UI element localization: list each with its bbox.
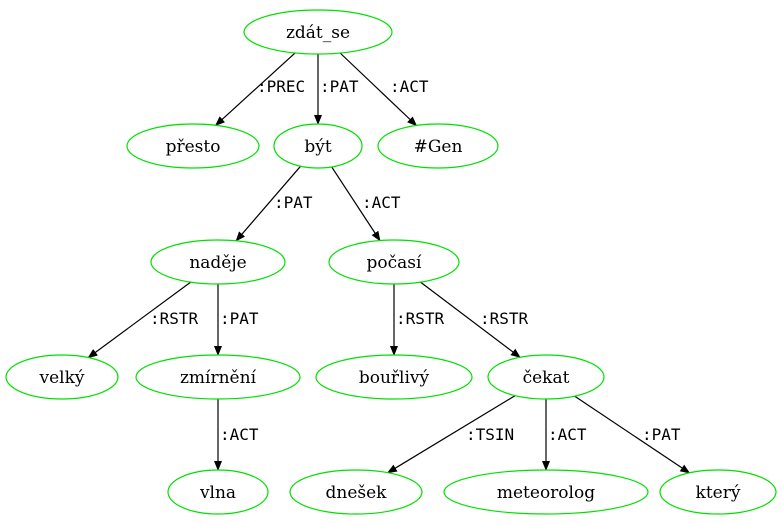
node-ellipse-bourlivy	[315, 354, 473, 400]
node-pocasi: počasí	[328, 239, 460, 285]
node-label-pocasi: počasí	[367, 253, 422, 273]
node-zmirneni: zmírnění	[135, 354, 301, 400]
node-meteorolog: meteorolog	[443, 469, 649, 515]
edge-label-pocasi-cekat: :RSTR	[480, 309, 529, 328]
edge-label-zmirneni-vlna: :ACT	[220, 425, 259, 444]
node-label-meteorolog: meteorolog	[497, 483, 595, 503]
edge-label-cekat-meteorolog: :ACT	[548, 425, 587, 444]
node-ellipse-gen	[377, 123, 499, 169]
node-label-nadeje: naděje	[189, 253, 246, 273]
edge-label-cekat-dnesek: :TSIN	[466, 425, 514, 444]
node-dnesek: dnešek	[289, 469, 423, 515]
edges-layer: :PREC :PAT :ACT :PAT :ACT :RSTR :PAT :RSTR :RSTR…	[87, 52, 691, 474]
node-ellipse-cekat	[487, 354, 605, 400]
node-label-zmirneni: zmírnění	[180, 368, 257, 388]
edge-arrow-cekat-dnesek	[386, 395, 516, 474]
node-nadeje: naděje	[150, 239, 286, 285]
edge-arrow-zdat_se-presto	[214, 52, 296, 126]
node-gen: #Gen	[377, 123, 499, 169]
node-label-zdat_se: zdát_se	[286, 23, 350, 43]
node-ellipse-zmirneni	[135, 354, 301, 400]
node-bourlivy: bouřlivý	[315, 354, 473, 400]
node-cekat: čekat	[487, 354, 605, 400]
node-velky: velký	[5, 354, 119, 400]
node-ellipse-meteorolog	[443, 469, 649, 515]
edge-label-pocasi-bourlivy: :RSTR	[396, 309, 445, 328]
edge-arrow-byt-nadeje	[235, 165, 302, 242]
node-ellipse-velky	[5, 354, 119, 400]
node-ellipse-ktery	[659, 469, 777, 515]
node-byt: být	[273, 123, 363, 169]
edge-arrow-byt-pocasi	[331, 166, 381, 242]
node-label-ktery: který	[696, 483, 741, 503]
node-label-presto: přesto	[166, 137, 221, 157]
node-label-dnesek: dnešek	[326, 483, 388, 503]
edge-label-byt-nadeje: :PAT	[274, 193, 313, 212]
edge-label-zdat_se-gen: :ACT	[390, 77, 429, 96]
node-ktery: který	[659, 469, 777, 515]
node-ellipse-dnesek	[289, 469, 423, 515]
node-label-byt: být	[304, 137, 331, 157]
edge-label-byt-pocasi: :ACT	[362, 193, 401, 212]
node-ellipse-byt	[273, 123, 363, 169]
edge-arrow-cekat-ktery	[574, 395, 691, 474]
edge-label-zdat_se-byt: :PAT	[320, 77, 359, 96]
edge-arrow-zdat_se-gen	[339, 52, 418, 127]
edge-label-nadeje-zmirneni: :PAT	[220, 309, 259, 328]
node-ellipse-zdat_se	[243, 9, 393, 55]
node-label-vlna: vlna	[199, 483, 236, 503]
edge-label-cekat-ktery: :PAT	[642, 425, 681, 444]
node-vlna: vlna	[167, 469, 269, 515]
node-ellipse-vlna	[167, 469, 269, 515]
node-label-bourlivy: bouřlivý	[359, 368, 430, 388]
nodes-layer: zdát_se přesto být #Gen naděje počasí velký zmí…	[5, 9, 777, 515]
node-ellipse-nadeje	[150, 239, 286, 285]
edge-label-nadeje-velky: :RSTR	[150, 309, 199, 328]
node-label-gen: #Gen	[414, 137, 463, 157]
node-presto: přesto	[126, 123, 260, 169]
node-zdat_se: zdát_se	[243, 9, 393, 55]
node-label-cekat: čekat	[523, 368, 570, 388]
node-ellipse-presto	[126, 123, 260, 169]
node-label-velky: velký	[38, 368, 84, 388]
edge-arrow-pocasi-cekat	[420, 281, 521, 358]
node-ellipse-pocasi	[328, 239, 460, 285]
edge-arrow-nadeje-velky	[87, 281, 192, 359]
edge-label-zdat_se-presto: :PREC	[257, 77, 305, 96]
